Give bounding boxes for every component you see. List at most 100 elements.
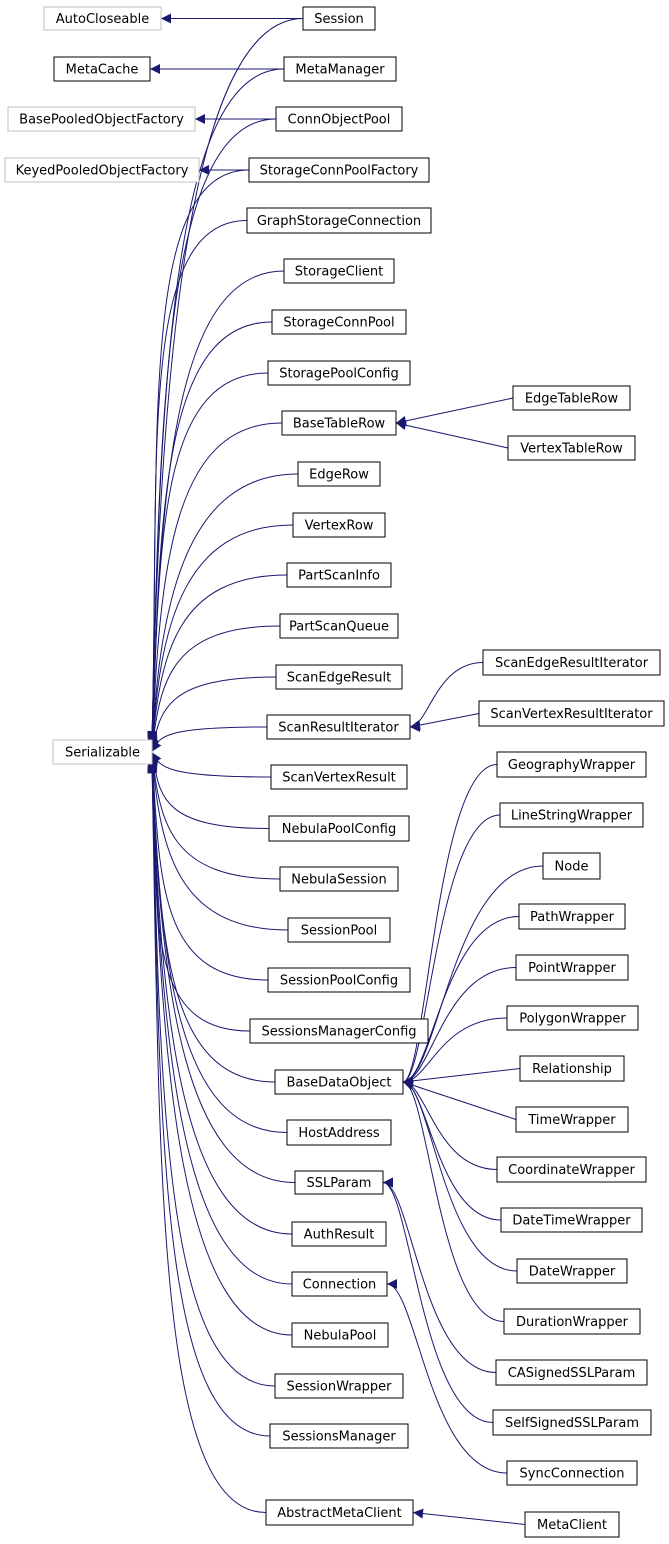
node-label: PathWrapper [530,910,615,925]
class-node-edge-table-row[interactable]: EdgeTableRow [512,385,631,411]
node-label: MetaCache [66,63,139,78]
node-label: GraphStorageConnection [257,214,421,229]
node-label: EdgeTableRow [525,392,619,407]
class-node-time-wrapper[interactable]: TimeWrapper [515,1106,629,1133]
node-box [542,852,601,880]
class-node-storage-client[interactable]: StorageClient [283,258,395,284]
class-node-nebula-pool[interactable]: NebulaPool [291,1322,389,1348]
edge-date-time-wrapper-to-base-data-object [402,1077,502,1221]
edge-nebula-pool-config-to-serializable [148,753,270,829]
class-node-relationship[interactable]: Relationship [519,1055,625,1082]
class-node-session-pool[interactable]: SessionPool [287,917,391,943]
class-node-polygon-wrapper[interactable]: PolygonWrapper [506,1005,639,1031]
class-node-sync-connection[interactable]: SyncConnection [506,1460,638,1486]
node-box [274,1069,404,1095]
class-node-auth-result[interactable]: AuthResult [291,1221,387,1247]
class-node-scan-vertex-result[interactable]: ScanVertexResult [270,764,408,790]
edge-duration-wrapper-to-base-data-object [402,1077,505,1322]
node-box [249,1018,429,1044]
class-node-date-time-wrapper[interactable]: DateTimeWrapper [500,1207,643,1233]
node-box [265,1499,414,1526]
class-node-session-wrapper[interactable]: SessionWrapper [274,1373,404,1399]
class-node-vertex-table-row[interactable]: VertexTableRow [507,435,636,461]
node-label: EdgeRow [309,468,369,483]
edge-time-wrapper-to-base-data-object [402,1080,517,1120]
edge-vertex-row-to-serializable [147,524,294,749]
class-node-geography-wrapper[interactable]: GeographyWrapper [496,751,647,778]
class-node-point-wrapper[interactable]: PointWrapper [515,954,629,981]
edge-nebula-session-to-serializable [148,753,281,880]
class-node-node[interactable]: Node [542,852,601,880]
node-label: KeyedPooledObjectFactory [16,164,189,179]
node-box [248,157,430,183]
edge-edge-row-to-serializable [147,473,299,748]
node-label: AbstractMetaClient [277,1506,401,1521]
node-box [496,1156,647,1183]
class-node-scan-edge-result-iterator[interactable]: ScanEdgeResultIterator [482,649,661,676]
class-node-base-table-row[interactable]: BaseTableRow [281,410,397,436]
class-node-scan-vertex-result-iterator[interactable]: ScanVertexResultIterator [478,700,665,727]
class-node-edge-row[interactable]: EdgeRow [297,461,381,487]
class-node-date-wrapper[interactable]: DateWrapper [516,1258,628,1284]
class-node-scan-edge-result[interactable]: ScanEdgeResult [275,664,403,690]
class-node-coordinate-wrapper[interactable]: CoordinateWrapper [496,1156,647,1183]
class-node-self-signed-ssl-param[interactable]: SelfSignedSSLParam [492,1409,652,1436]
class-node-graph-storage-connection[interactable]: GraphStorageConnection [246,207,432,234]
class-node-duration-wrapper[interactable]: DurationWrapper [503,1308,641,1335]
edge-base-table-row-to-serializable [147,422,283,748]
class-node-line-string-wrapper[interactable]: LineStringWrapper [499,802,644,828]
node-box [270,764,408,790]
edge-date-wrapper-to-base-data-object [402,1077,518,1272]
class-node-session[interactable]: Session [302,6,376,31]
node-label: StorageConnPool [283,316,394,331]
class-node-connection[interactable]: Connection [291,1271,388,1297]
node-label: StoragePoolConfig [279,367,398,382]
node-box [515,954,629,981]
class-node-storage-conn-pool-factory[interactable]: StorageConnPoolFactory [248,157,430,183]
class-node-nebula-session[interactable]: NebulaSession [279,866,399,892]
class-node-sessions-manager-config[interactable]: SessionsManagerConfig [249,1018,429,1044]
class-node-sessions-manager[interactable]: SessionsManager [269,1423,409,1449]
node-box [286,1119,392,1146]
class-node-base-data-object[interactable]: BaseDataObject [274,1069,404,1095]
node-label: HostAddress [298,1126,380,1141]
class-node-host-address[interactable]: HostAddress [286,1119,392,1146]
edge-scan-vertex-result-iterator-to-scan-result-iterator [409,713,480,730]
class-node-meta-client[interactable]: MetaClient [524,1511,620,1538]
class-node-storage-pool-config[interactable]: StoragePoolConfig [267,360,411,386]
node-label: VertexTableRow [520,442,623,457]
node-label: Serializable [65,746,140,761]
node-label: PartScanInfo [298,569,380,584]
edge-session-pool-to-serializable [147,754,289,931]
class-node-part-scan-queue[interactable]: PartScanQueue [279,613,399,639]
class-node-part-scan-info[interactable]: PartScanInfo [286,562,392,588]
class-node-abstract-meta-client[interactable]: AbstractMetaClient [265,1499,414,1526]
class-node-vertex-row[interactable]: VertexRow [292,512,386,538]
edges-layer [147,13,544,1525]
class-node-base-pooled-object-factory[interactable]: BasePooledObjectFactory [7,106,196,132]
class-node-auto-closeable[interactable]: AutoCloseable [43,6,162,31]
class-node-path-wrapper[interactable]: PathWrapper [518,903,626,930]
class-node-meta-cache[interactable]: MetaCache [53,56,151,82]
class-node-nebula-pool-config[interactable]: NebulaPoolConfig [268,815,410,842]
node-label: SessionPool [301,924,378,939]
class-node-ssl-param[interactable]: SSLParam [294,1170,384,1195]
class-node-storage-conn-pool[interactable]: StorageConnPool [271,309,407,335]
class-node-serializable[interactable]: Serializable [52,739,153,765]
edge-edge-table-row-to-base-table-row [395,397,514,426]
class-node-scan-result-iterator[interactable]: ScanResultIterator [266,714,411,740]
node-label: StorageClient [295,265,384,280]
edge-meta-client-to-abstract-meta-client [412,1508,526,1525]
node-label: BaseTableRow [293,417,386,432]
node-box [4,157,200,183]
edge-part-scan-info-to-serializable [147,574,288,750]
class-node-keyed-pooled-object-factory[interactable]: KeyedPooledObjectFactory [4,157,200,183]
node-label: AutoCloseable [56,12,149,27]
node-box [482,649,661,676]
class-node-session-pool-config[interactable]: SessionPoolConfig [267,967,411,993]
node-box [291,1271,388,1297]
class-node-meta-manager[interactable]: MetaManager [283,56,397,82]
class-node-ca-signed-ssl-param[interactable]: CASignedSSLParam [495,1359,648,1386]
node-box [275,664,403,690]
class-node-conn-object-pool[interactable]: ConnObjectPool [275,106,403,132]
